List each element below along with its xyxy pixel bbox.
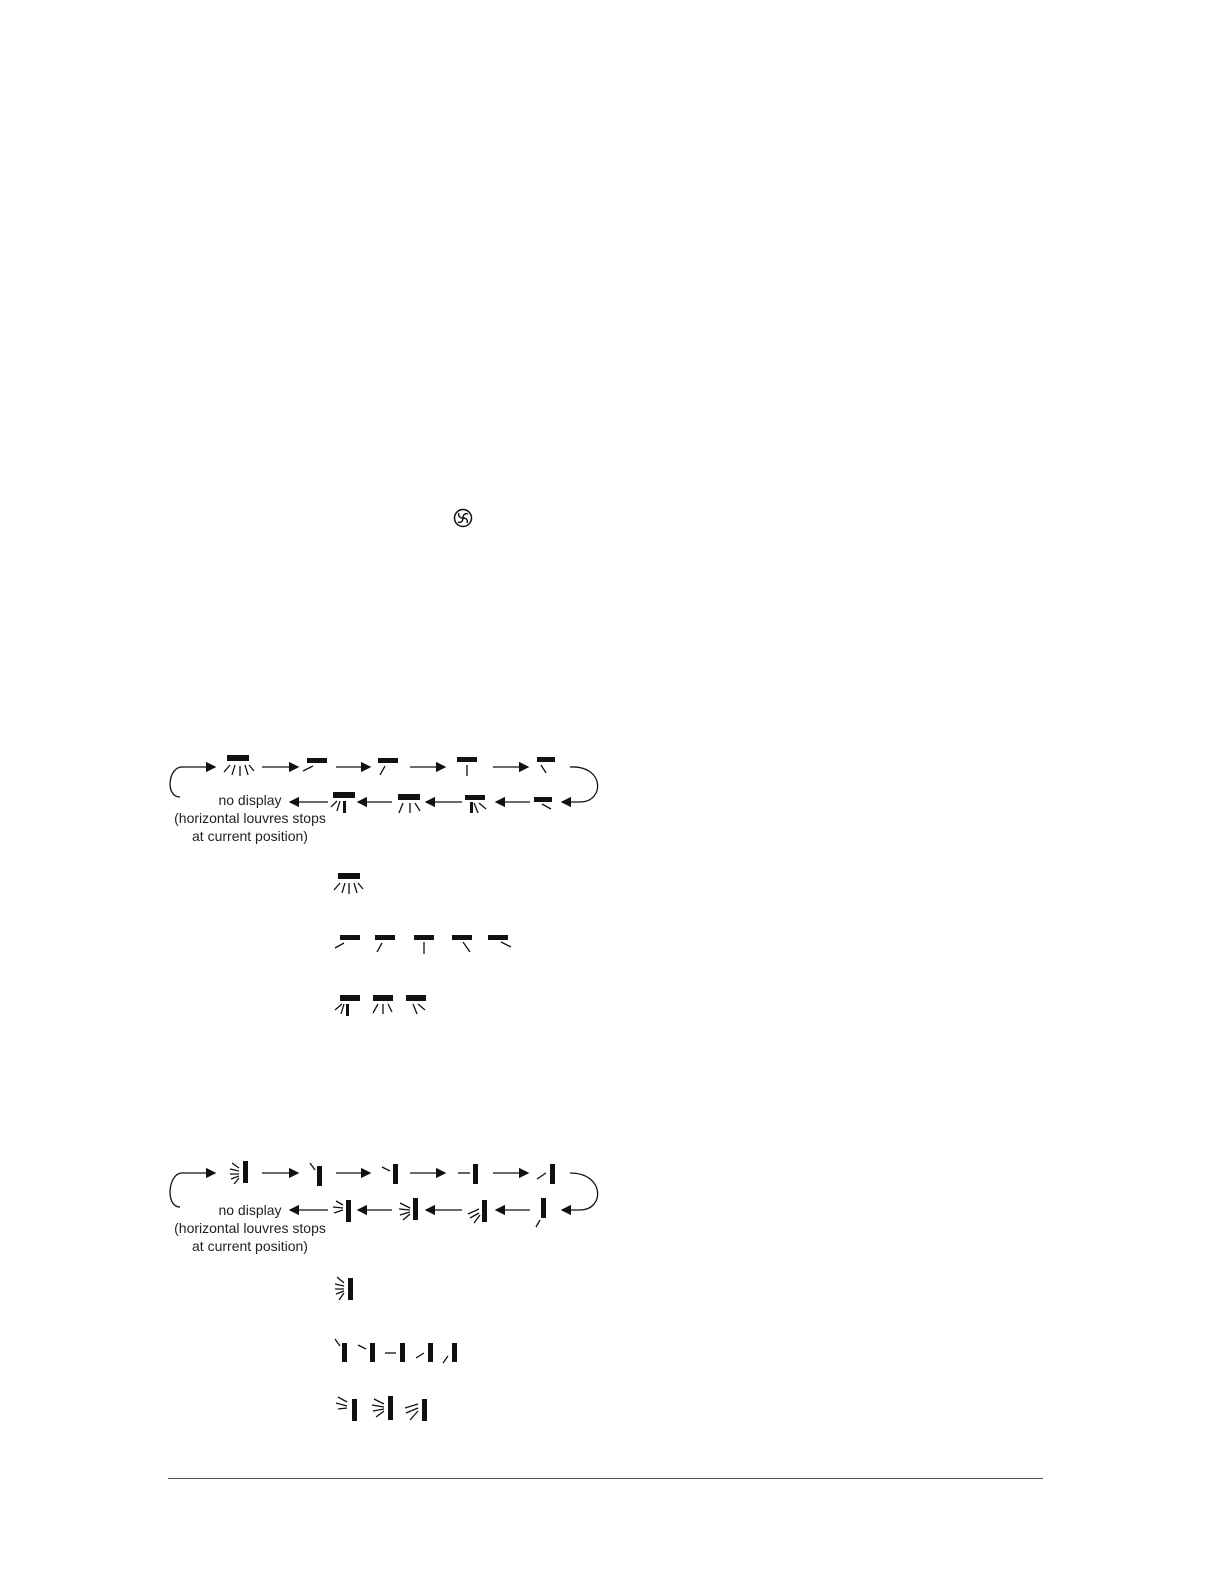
horizontal-swing-all-icon: [330, 1274, 370, 1304]
note-line-2: at current position): [160, 1237, 340, 1255]
note-line-1: (horizontal louvres stops: [160, 809, 340, 827]
horizontal-fixed-positions-icon-row: [330, 1338, 470, 1368]
vertical-cycle-note: no display (horizontal louvres stops at …: [160, 791, 340, 845]
fan-icon: [453, 508, 473, 528]
note-line-2: at current position): [160, 827, 340, 845]
note-line-1: (horizontal louvres stops: [160, 1219, 340, 1237]
swing-range-icon-row: [330, 992, 440, 1022]
swing-all-icon: [330, 870, 370, 900]
horizontal-cycle-note: no display (horizontal louvres stops at …: [160, 1201, 340, 1255]
horizontal-swing-cycle-diagram: no display (horizontal louvres stops at …: [160, 1155, 610, 1255]
footer-rule: [168, 1478, 1043, 1479]
vertical-swing-cycle-diagram: no display (horizontal louvres stops at …: [160, 745, 610, 845]
horizontal-swing-range-icon-row: [330, 1394, 450, 1424]
no-display-label: no display: [160, 1201, 340, 1219]
no-display-label: no display: [160, 791, 340, 809]
fixed-positions-icon-row: [330, 930, 530, 960]
